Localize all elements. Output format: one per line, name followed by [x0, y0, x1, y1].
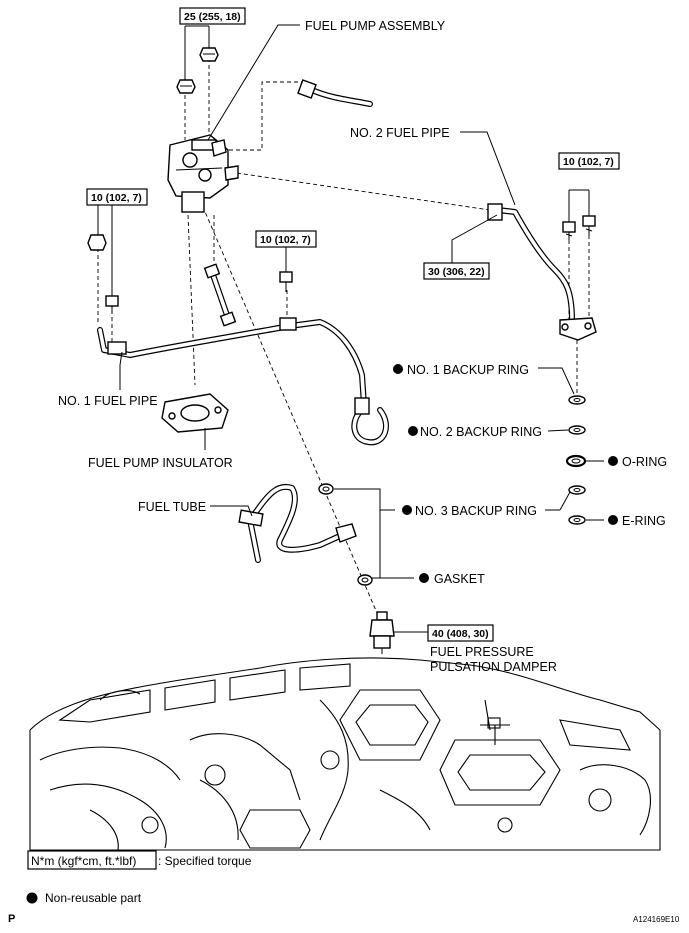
- non-reusable-dot-6: [419, 573, 429, 583]
- torque-box-no1-mid: [255, 230, 317, 248]
- legend-torque-unit: N*m (kgf*cm, ft.*lbf): [31, 854, 136, 868]
- non-reusable-dot-4: [402, 505, 412, 515]
- alignment-lines: [97, 58, 590, 621]
- label-no2-backup-ring: NO. 2 BACKUP RING: [420, 425, 542, 439]
- torque-no2-pipe-bolts: 10 (102, 7): [563, 156, 614, 168]
- no1-fuel-pipe: [97, 317, 389, 446]
- label-no1-fuel-pipe: NO. 1 FUEL PIPE: [58, 394, 158, 408]
- no3-backup-ring-upper: [568, 485, 586, 495]
- label-fuel-pressure: FUEL PRESSURE: [430, 645, 534, 659]
- gasket-part: [357, 574, 373, 586]
- torque-box-no2-union: [423, 262, 490, 280]
- e-ring-part: [568, 515, 586, 525]
- non-reusable-dot-1: [393, 364, 403, 374]
- fuel-pump-insulator: [161, 393, 229, 433]
- engine-block-illustration: [29, 657, 661, 851]
- legend-non-reusable-dot: [26, 892, 38, 904]
- torque-no1-pipe-left: 10 (102, 7): [91, 192, 142, 204]
- label-no2-fuel-pipe: NO. 2 FUEL PIPE: [350, 126, 450, 140]
- torque-box-pump-nuts: [179, 7, 246, 25]
- fuel-pump-assembly: [167, 134, 239, 213]
- pump-nut-lower: [176, 79, 196, 94]
- non-reusable-dot-2: [408, 426, 418, 436]
- torque-no2-pipe-union: 30 (306, 22): [428, 266, 485, 278]
- no2-fuel-pipe: [487, 203, 597, 341]
- torque-damper: 40 (408, 30): [432, 628, 489, 640]
- label-o-ring: O-RING: [622, 455, 667, 469]
- torque-no1-pipe-mid: 10 (102, 7): [260, 234, 311, 246]
- torque-box-no1-left: [86, 188, 148, 206]
- fuel-injector-link: [203, 263, 237, 327]
- o-ring-part: [565, 454, 587, 468]
- label-fuel-pump-assembly: FUEL PUMP ASSEMBLY: [305, 19, 446, 33]
- label-e-ring: E-RING: [622, 514, 666, 528]
- no1-backup-ring: [568, 395, 586, 405]
- no1-pipe-bracket-left: [87, 234, 107, 251]
- leader-lines: [97, 24, 604, 633]
- legend-torque-box: [27, 850, 157, 870]
- label-no1-backup-ring: NO. 1 BACKUP RING: [407, 363, 529, 377]
- illustration-code: A124169E10: [633, 915, 680, 924]
- pump-nut-upper: [199, 47, 219, 62]
- no3-backup-ring-lower: [318, 483, 334, 495]
- no2-backup-ring: [568, 425, 586, 435]
- label-fuel-pump-insulator: FUEL PUMP INSULATOR: [88, 456, 233, 470]
- fuel-hose: [297, 79, 373, 107]
- page-corner-letter: P: [8, 913, 15, 925]
- torque-box-no2-bolts: [558, 152, 620, 170]
- label-fuel-tube: FUEL TUBE: [138, 500, 206, 514]
- fuel-pressure-pulsation-damper: [369, 611, 395, 654]
- label-no3-backup-ring: NO. 3 BACKUP RING: [415, 504, 537, 518]
- no2-pipe-bolt-right: [582, 215, 596, 236]
- no2-pipe-bolt-left: [562, 221, 576, 240]
- non-reusable-dot-5: [608, 515, 618, 525]
- label-gasket: GASKET: [434, 572, 485, 586]
- fuel-tube: [238, 483, 357, 563]
- torque-box-damper: [427, 624, 494, 642]
- legend-non-reusable-text: Non-reusable part: [45, 891, 142, 905]
- label-pulsation-damper: PULSATION DAMPER: [430, 660, 557, 674]
- non-reusable-dot-3: [608, 456, 618, 466]
- no1-pipe-bolt-mid: [279, 271, 293, 292]
- torque-pump-nuts: 25 (255, 18): [184, 11, 241, 23]
- no1-pipe-bolt-left: [105, 295, 119, 314]
- legend-torque-desc: : Specified torque: [158, 854, 252, 868]
